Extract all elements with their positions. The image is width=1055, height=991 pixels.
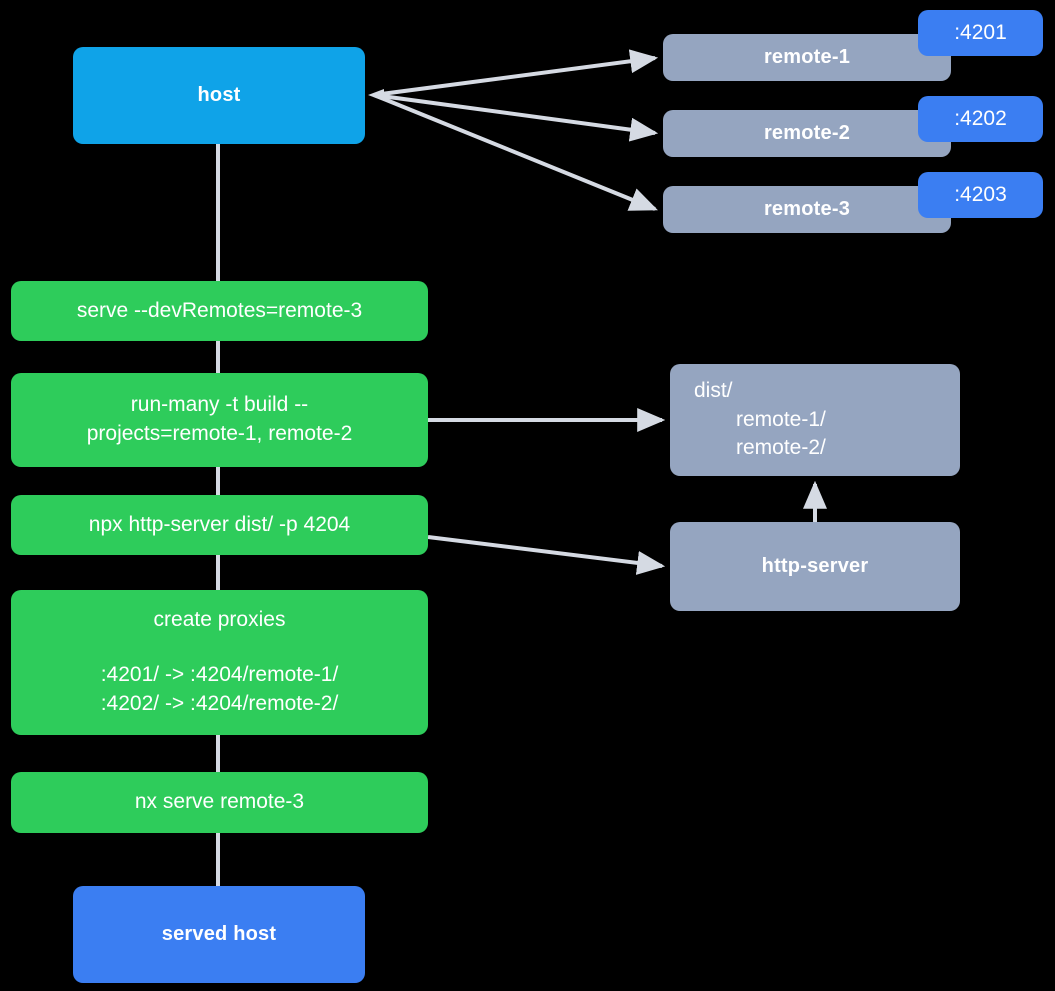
port-badge-remote-3: :4203	[918, 172, 1043, 218]
node-remote-3[interactable]: remote-3	[663, 186, 951, 233]
node-dist-folder[interactable]: dist/ remote-1/ remote-2/	[670, 364, 960, 476]
node-command-nx-serve-remote-3[interactable]: nx serve remote-3	[11, 772, 428, 833]
port-badge-remote-2: :4202	[918, 96, 1043, 142]
node-command-npx-http-server[interactable]: npx http-server dist/ -p 4204	[11, 495, 428, 555]
edge-npx-to-httpserver	[427, 535, 666, 575]
node-remote-2[interactable]: remote-2	[663, 110, 951, 157]
node-remote-3-label: remote-3	[763, 197, 851, 220]
command-nx-serve-remote-3-line-1: nx serve remote-3	[134, 790, 305, 814]
node-command-serve-dev-remotes[interactable]: serve --devRemotes=remote-3	[11, 281, 428, 341]
host-to-remotes-edges	[368, 49, 659, 211]
port-badge-remote-3-label: :4203	[954, 183, 1007, 206]
command-create-proxies-line-1: :4201/ -> :4204/remote-1/	[100, 663, 339, 687]
node-command-create-proxies[interactable]: create proxies :4201/ -> :4204/remote-1/…	[11, 590, 428, 735]
command-create-proxies-line-2: :4202/ -> :4204/remote-2/	[100, 691, 339, 715]
command-serve-dev-remotes-line-1: serve --devRemotes=remote-3	[76, 298, 363, 322]
dist-folder-child-remote-2: remote-2/	[736, 436, 826, 460]
command-npx-http-server-line-1: npx http-server dist/ -p 4204	[88, 512, 351, 536]
node-http-server[interactable]: http-server	[670, 522, 960, 611]
node-served-host[interactable]: served host	[73, 886, 365, 983]
node-served-host-label: served host	[161, 922, 277, 945]
node-command-run-many-build[interactable]: run-many -t build -- projects=remote-1, …	[11, 373, 428, 467]
dist-folder-root: dist/	[694, 378, 733, 402]
node-remote-1[interactable]: remote-1	[663, 34, 951, 81]
dist-folder-child-remote-1: remote-1/	[736, 407, 826, 431]
node-http-server-label: http-server	[761, 554, 869, 577]
port-badge-remote-1-label: :4201	[954, 21, 1007, 44]
node-remote-2-label: remote-2	[763, 121, 851, 144]
command-run-many-build-line-1: run-many -t build --	[130, 393, 309, 417]
node-host[interactable]: host	[73, 47, 365, 144]
command-run-many-build-line-2: projects=remote-1, remote-2	[86, 422, 353, 445]
node-remote-1-label: remote-1	[763, 45, 851, 68]
port-badge-remote-1: :4201	[918, 10, 1043, 56]
command-create-proxies-title: create proxies	[153, 608, 286, 632]
node-host-label: host	[197, 83, 241, 106]
port-badge-remote-2-label: :4202	[954, 107, 1007, 130]
